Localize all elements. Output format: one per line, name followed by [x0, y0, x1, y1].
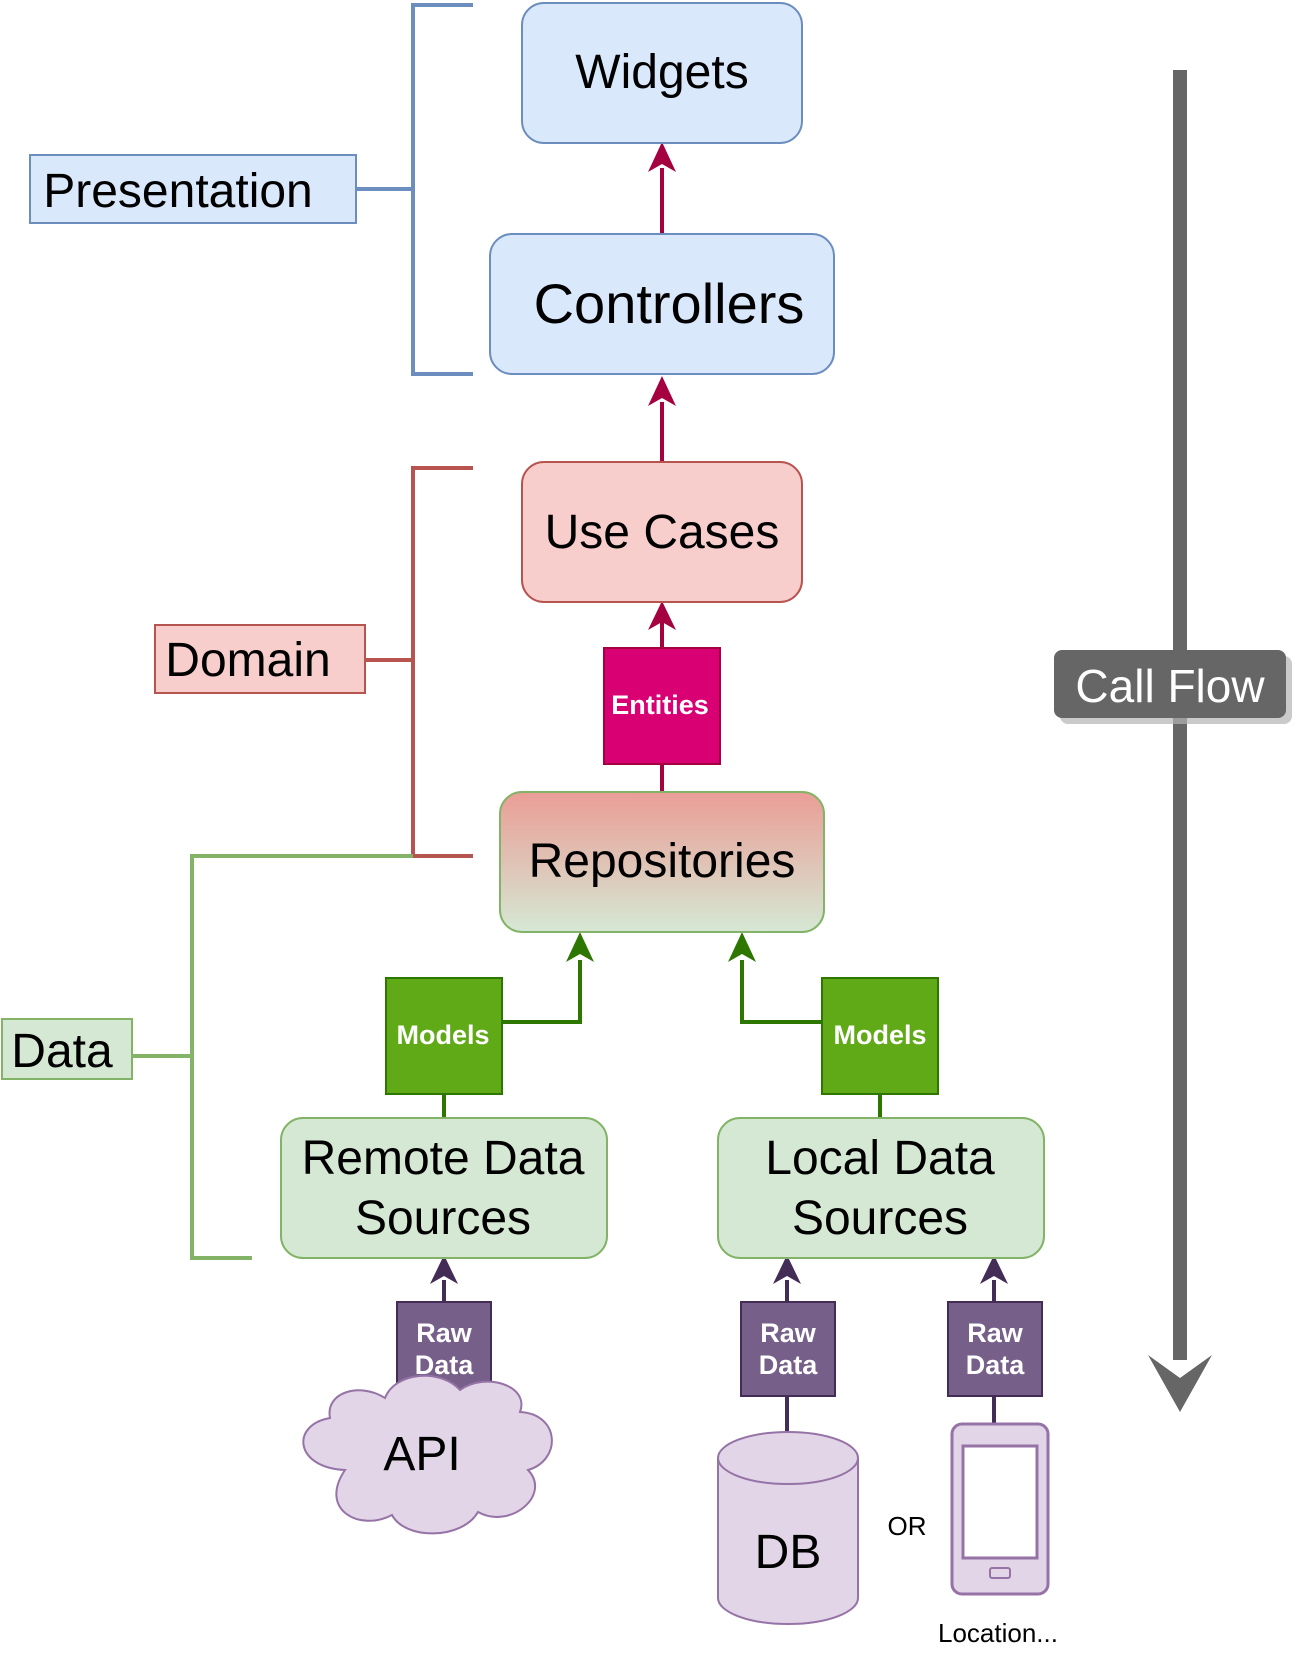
- presentation-label-text: Presentation: [43, 165, 313, 218]
- remote-data-sources-node: Remote Data Sources: [280, 1117, 608, 1259]
- data-layer-label: Data: [1, 1018, 133, 1080]
- local-ds-line2-text: Sources: [792, 1192, 968, 1245]
- widgets-node: Widgets: [521, 2, 803, 144]
- models-remote-text: Models: [396, 1020, 489, 1050]
- controllers-node: Controllers: [489, 233, 835, 375]
- domain-label-text: Domain: [165, 634, 330, 687]
- call-flow-arrow: [1148, 70, 1212, 1412]
- data-label-text: Data: [11, 1025, 113, 1078]
- call-flow-text: Call Flow: [1075, 660, 1265, 712]
- domain-layer-label: Domain: [154, 624, 366, 694]
- db-text: DB: [755, 1526, 822, 1579]
- local-ds-line1-text: Local Data: [765, 1132, 995, 1185]
- presentation-bracket: [356, 3, 473, 376]
- arrowhead-local: [728, 932, 756, 962]
- arrow-controllers-to-widgets: [648, 142, 676, 234]
- raw-data-device-line1: Raw: [967, 1318, 1024, 1348]
- raw-data-api-line1: Raw: [416, 1318, 473, 1348]
- remote-ds-line1-text: Remote Data: [302, 1132, 585, 1185]
- api-cloud: API: [302, 1374, 553, 1535]
- call-flow-label: Call Flow: [1054, 650, 1292, 724]
- api-text: API: [383, 1428, 460, 1481]
- widgets-text: Widgets: [575, 46, 748, 99]
- models-local-node: Models: [821, 977, 939, 1095]
- mobile-device-icon: [950, 1422, 1050, 1596]
- db-cylinder: DB: [717, 1431, 859, 1625]
- entities-node: Entities: [603, 647, 721, 765]
- remote-ds-line2-text: Sources: [355, 1192, 531, 1245]
- repositories-node: Repositories: [499, 791, 825, 933]
- entities-text: Entities: [611, 690, 709, 720]
- arrow-usecases-to-controllers: [648, 376, 676, 462]
- repositories-text: Repositories: [529, 835, 796, 888]
- arrowhead-remote: [566, 932, 594, 962]
- raw-data-db-node: Raw Data: [740, 1301, 836, 1397]
- models-local-text: Models: [833, 1020, 926, 1050]
- or-text: OR: [888, 1511, 927, 1541]
- location-text: Location...: [938, 1618, 1058, 1648]
- raw-data-device-line2: Data: [966, 1350, 1026, 1380]
- data-bracket: [132, 854, 413, 1260]
- controllers-text: Controllers: [534, 272, 805, 335]
- raw-data-db-line2: Data: [759, 1350, 819, 1380]
- domain-bracket: [365, 466, 473, 858]
- models-remote-node: Models: [385, 977, 503, 1095]
- local-data-sources-node: Local Data Sources: [717, 1117, 1045, 1259]
- presentation-layer-label: Presentation: [29, 154, 357, 224]
- raw-data-device-node: Raw Data: [947, 1301, 1043, 1397]
- use-cases-node: Use Cases: [521, 461, 803, 603]
- raw-data-db-line1: Raw: [760, 1318, 817, 1348]
- use-cases-text: Use Cases: [545, 506, 780, 559]
